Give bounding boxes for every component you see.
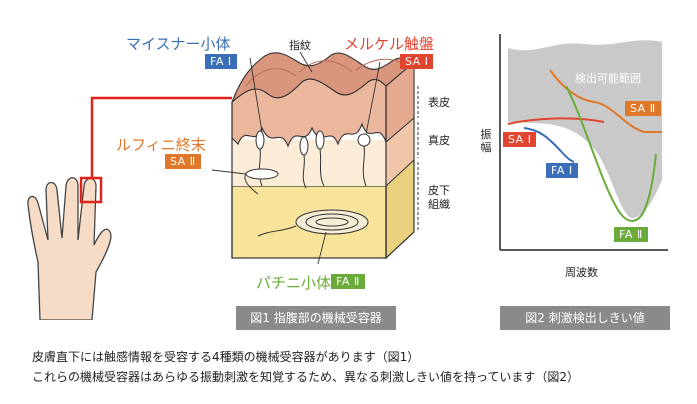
epidermis-label: 表皮 [428, 96, 450, 109]
subcutaneous-label-1: 皮下 [428, 184, 450, 197]
fingertip-highlight [79, 176, 103, 204]
y-axis-label-char-1: 振 [480, 128, 492, 141]
y-axis-label-char-2: 幅 [480, 141, 492, 154]
fig2-fa2-badge: FA Ⅱ [614, 227, 648, 242]
dermis-layer [232, 140, 386, 186]
ruffini-badge: SA Ⅱ [165, 154, 201, 169]
figure1-illustration [27, 51, 419, 320]
fingerprint-label: 指紋 [289, 39, 311, 52]
pacinian-corpuscle [257, 209, 369, 237]
fa1-curve [523, 127, 575, 163]
fa2-curve [565, 85, 657, 222]
x-axis-label: 周波数 [565, 266, 598, 279]
meissner-label: マイスナー小体 [126, 35, 231, 53]
meissner-leader [249, 57, 263, 133]
fingerprint-leader [299, 51, 313, 73]
figure1-caption: 図1 指腹部の機械受容器 [236, 306, 396, 330]
merkel-disc [357, 133, 371, 187]
fig2-sa2-badge: SA Ⅱ [625, 101, 661, 116]
sa2-curve [549, 69, 662, 133]
meissner-badge: FA Ⅰ [205, 54, 237, 69]
hand-illustration [27, 177, 112, 320]
ruffini-label: ルフィニ終末 [116, 136, 206, 154]
figure2-threshold-chart [499, 34, 668, 251]
ruffini-leader [211, 169, 247, 175]
pacini-badge: FA Ⅱ [331, 274, 365, 289]
pacini-leader [317, 231, 327, 265]
description-line-2: これらの機械受容器はあらゆる振動刺激を知覚するため、異なる刺激しきい値を持ってい… [32, 370, 580, 384]
fig2-sa1-badge: SA Ⅰ [503, 132, 537, 147]
connector-line [90, 96, 232, 188]
merkel-badge: SA Ⅰ [400, 54, 434, 69]
pacini-label: パチニ小体 [256, 274, 332, 292]
sa1-curve [507, 117, 605, 125]
merkel-leader [365, 61, 381, 135]
description-line-1: 皮膚直下には触感情報を受容する4種類の機械受容器があります（図1） [32, 350, 420, 364]
merkel-label: メルケル触盤 [344, 35, 435, 53]
y-axis-label: 振 幅 [480, 128, 492, 154]
meissner-corpuscles [255, 130, 325, 189]
detectable-range-label: 検出可能範囲 [575, 72, 641, 85]
subcutaneous-label-2: 組織 [428, 198, 450, 211]
dermis-label: 真皮 [428, 134, 450, 147]
fig2-fa1-badge: FA Ⅰ [546, 163, 578, 178]
figure2-caption: 図2 刺激検出しきい値 [500, 306, 670, 330]
